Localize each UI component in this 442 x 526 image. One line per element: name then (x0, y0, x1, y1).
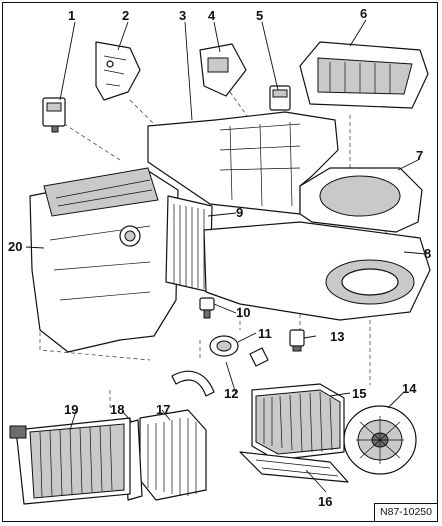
callout-19: 19 (64, 402, 78, 417)
part-13-sensor (289, 329, 305, 352)
callout-1: 1 (68, 8, 75, 23)
callout-12: 12 (224, 386, 238, 401)
part-17-heat-exchanger (139, 409, 207, 501)
callout-15: 15 (352, 386, 366, 401)
callout-8: 8 (424, 246, 431, 261)
callout-labels: 1 2 3 4 5 6 7 8 9 10 11 12 13 14 15 16 1… (8, 6, 431, 509)
callout-9: 9 (236, 205, 243, 220)
callout-11: 11 (258, 326, 272, 341)
callout-10: 10 (236, 305, 250, 320)
callout-13: 13 (330, 329, 344, 344)
leader-lines (25, 19, 427, 493)
callout-7: 7 (416, 148, 423, 163)
callout-2: 2 (122, 8, 129, 23)
part-6-housing-cover (299, 41, 429, 109)
part-7-upper-housing (147, 111, 423, 233)
callout-5: 5 (256, 8, 263, 23)
part-5-actuator (269, 85, 291, 111)
part-12-drain-hose (171, 335, 269, 397)
part-4-actuator (199, 43, 247, 97)
callout-3: 3 (179, 8, 186, 23)
part-8-lower-housing (203, 221, 431, 321)
callout-4: 4 (208, 8, 216, 23)
callout-16: 16 (318, 494, 332, 509)
part-10-valve (199, 297, 215, 319)
part-1-actuator (42, 97, 66, 133)
callout-17: 17 (156, 402, 170, 417)
callout-6: 6 (360, 6, 367, 21)
callout-20: 20 (8, 239, 22, 254)
part-20-heater-housing (29, 167, 179, 353)
part-19-heater-core (9, 417, 131, 505)
part-2-bracket (95, 41, 141, 101)
callout-18: 18 (110, 402, 124, 417)
part-16-filter-frame (239, 451, 349, 483)
figure-code: N87-10250 (374, 503, 438, 522)
part-14-blower-motor (343, 405, 417, 475)
callout-14: 14 (402, 381, 417, 396)
part-15-cabin-filter (251, 383, 345, 461)
